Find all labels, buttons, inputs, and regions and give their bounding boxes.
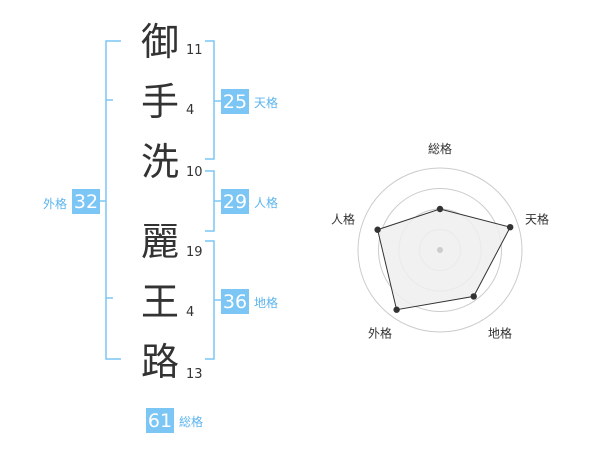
radar-axis-label-1: 総格 bbox=[428, 141, 452, 156]
gaikaku-label: 外格 bbox=[43, 196, 67, 211]
radar-point-1 bbox=[436, 205, 444, 213]
chikaku-bracket bbox=[205, 240, 215, 360]
tenkaku-bracket bbox=[205, 40, 215, 160]
gaikaku-badge-box bbox=[72, 189, 100, 214]
chikaku-value: 36 bbox=[223, 291, 247, 313]
name-char-3: 洗 bbox=[141, 140, 179, 184]
name-char-2: 手 bbox=[141, 80, 179, 124]
radar-axis-label-5: 人格 bbox=[331, 212, 355, 227]
radar-axis-label-3: 地格 bbox=[488, 326, 512, 341]
bracket-lines bbox=[99, 40, 221, 360]
radar-ring-4 bbox=[357, 167, 523, 333]
soukaku-badge: 61 総格 bbox=[146, 408, 203, 433]
chikaku-badge: 36 地格 bbox=[221, 289, 278, 314]
name-char-5: 王 bbox=[141, 280, 179, 324]
jinkaku-label: 人格 bbox=[254, 195, 278, 210]
jinkaku-bracket bbox=[205, 170, 215, 232]
radar-point-5 bbox=[374, 226, 381, 233]
gaikaku-badge: 外格 32 bbox=[43, 189, 100, 214]
stroke-count-6: 13 bbox=[186, 367, 203, 382]
name-characters: 御 11 手 4 洗 10 麗 19 王 4 路 13 bbox=[141, 20, 203, 384]
tenkaku-badge-box bbox=[221, 89, 249, 114]
chikaku-badge-box bbox=[221, 289, 249, 314]
tenkaku-badge: 25 天格 bbox=[221, 89, 278, 114]
stroke-count-2: 4 bbox=[186, 103, 194, 118]
stroke-count-1: 11 bbox=[186, 43, 203, 58]
radar-area bbox=[377, 208, 511, 311]
radar-ring-3 bbox=[378, 188, 502, 312]
jinkaku-badge: 29 人格 bbox=[221, 189, 278, 214]
stroke-count-4: 19 bbox=[186, 245, 203, 260]
radar-axis-label-4: 外格 bbox=[368, 326, 392, 341]
jinkaku-value: 29 bbox=[223, 191, 247, 213]
soukaku-value: 61 bbox=[148, 410, 172, 432]
radar-points bbox=[374, 205, 514, 313]
name-char-1: 御 bbox=[141, 20, 179, 64]
chikaku-label: 地格 bbox=[254, 295, 278, 310]
soukaku-label: 総格 bbox=[179, 414, 203, 429]
radar-point-3 bbox=[470, 293, 477, 300]
radar-point-4 bbox=[393, 306, 400, 313]
jinkaku-badge-box bbox=[221, 189, 249, 214]
gaikaku-value: 32 bbox=[74, 191, 98, 213]
name-char-6: 路 bbox=[141, 340, 179, 384]
radar-point-2 bbox=[506, 223, 514, 231]
tenkaku-value: 25 bbox=[223, 91, 247, 113]
stroke-count-5: 4 bbox=[186, 305, 194, 320]
radar-center-dot bbox=[437, 247, 443, 253]
name-char-4: 麗 bbox=[141, 220, 179, 264]
soukaku-badge-box bbox=[146, 408, 174, 433]
tenkaku-label: 天格 bbox=[254, 95, 278, 110]
radar-axis-label-2: 天格 bbox=[525, 212, 549, 227]
gaikaku-bracket bbox=[105, 40, 121, 360]
stroke-count-3: 10 bbox=[186, 165, 203, 180]
